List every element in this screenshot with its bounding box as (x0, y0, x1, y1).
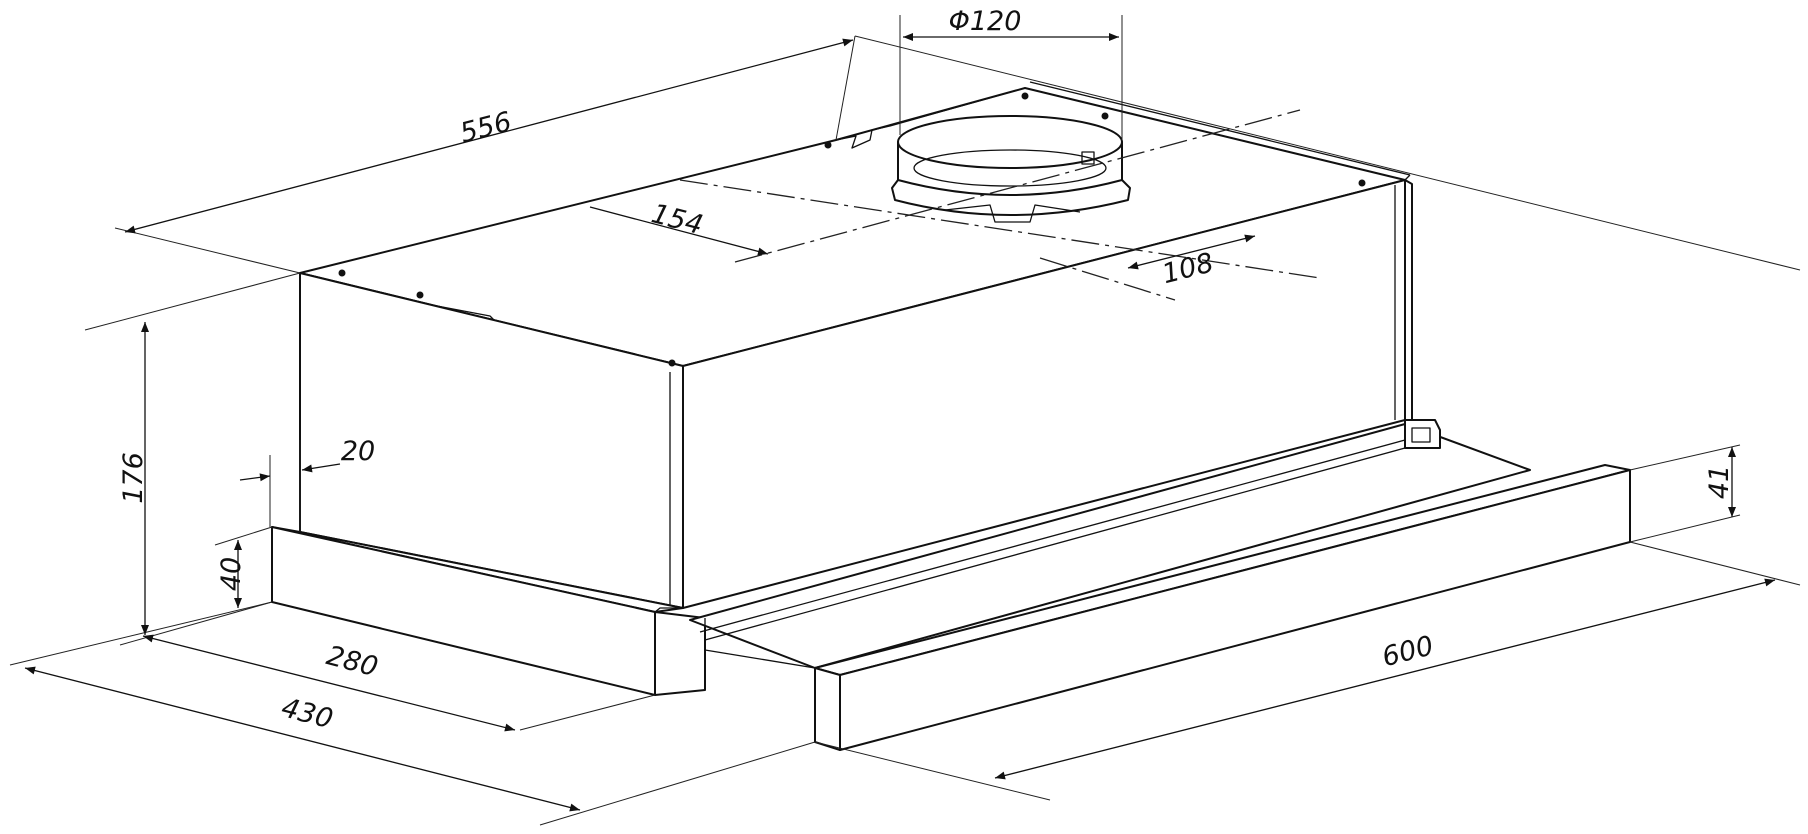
front-panel-notch (654, 607, 683, 613)
drawer-catch (1404, 419, 1441, 449)
ext-556-left (114, 227, 301, 274)
ext-600-left (814, 741, 1051, 801)
duct-collar-rim (897, 115, 1123, 169)
mount-hole (824, 141, 832, 149)
drawer-tray (689, 423, 1531, 669)
duct-collar-wall (897, 141, 1123, 196)
ext-600-right (1629, 541, 1801, 586)
duct-collar-tab (944, 204, 1081, 223)
duct-inner-ring (913, 149, 1107, 187)
mount-hole (1021, 92, 1029, 100)
duct-collar-base (891, 179, 1131, 216)
top-corner (1404, 174, 1411, 181)
dim-600 (994, 578, 1776, 780)
mount-hole (1358, 179, 1366, 187)
ext-280-right (519, 694, 656, 731)
drawer-rail (704, 447, 1406, 641)
label-176: 176 (118, 452, 149, 504)
ext-41-bottom (1629, 514, 1741, 543)
mount-hole (416, 291, 424, 299)
label-duct-diameter: Φ120 (949, 6, 1022, 37)
duct-clip (1081, 151, 1095, 165)
label-556: 556 (457, 106, 515, 149)
dim-20-right-arrow (301, 463, 341, 473)
ext-176-bottom (119, 601, 273, 646)
label-154: 154 (648, 198, 706, 241)
dim-556 (124, 38, 854, 234)
drawer-front-face (814, 667, 841, 751)
ext-430-right (539, 741, 816, 826)
drawer-catch-slot (1411, 427, 1431, 443)
label-430: 430 (278, 692, 336, 735)
ext-430-left (9, 601, 273, 666)
drawer-rail (699, 439, 1406, 633)
label-41: 41 (1704, 465, 1735, 499)
duct-collar (891, 115, 1131, 223)
label-40: 40 (216, 557, 247, 591)
label-600: 600 (1379, 630, 1437, 673)
ext-556-right (835, 35, 856, 141)
centerline-a (734, 109, 1301, 263)
label-280: 280 (323, 640, 381, 683)
mount-hole (1101, 112, 1109, 120)
drawer-side (704, 618, 816, 669)
top-back-rim (1029, 81, 1411, 176)
front-panel-end (654, 611, 706, 696)
dim-108 (1127, 234, 1256, 270)
mount-hole (338, 269, 346, 277)
centerline-c (1039, 257, 1176, 301)
dimension-lines (24, 33, 1776, 812)
mount-hole (668, 359, 676, 367)
top-flange (835, 87, 1026, 149)
label-20: 20 (341, 436, 375, 467)
ext-556-far (854, 35, 1801, 271)
ext-40-top (214, 526, 273, 546)
dim-154 (589, 206, 769, 256)
dim-430 (24, 666, 581, 812)
right-end-cap (1404, 179, 1413, 425)
ext-176-top (84, 272, 301, 331)
dim-20-left-arrow (239, 473, 271, 482)
ext-41-top (1629, 444, 1741, 471)
